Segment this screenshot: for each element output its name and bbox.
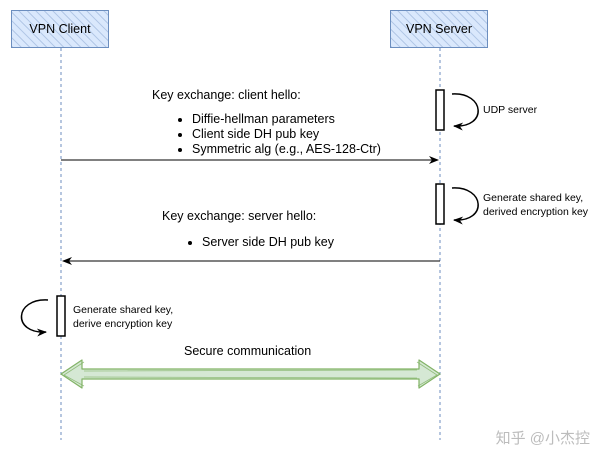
server-keygen-note-line: derived encryption key — [483, 206, 589, 218]
server-keygen-note-line: Generate shared key, — [483, 192, 584, 204]
server-activation-keygen — [435, 183, 445, 225]
client-hello-item: Symmetric alg (e.g., AES-128-Ctr) — [192, 142, 381, 157]
server-hello-title: Key exchange: server hello: — [162, 209, 317, 223]
client-hello-title: Key exchange: client hello: — [152, 88, 301, 102]
client-keygen-note: Generate shared key, derive encryption k… — [73, 303, 173, 331]
client-hello-item: Diffie-hellman parameters — [192, 112, 381, 127]
server-hello-item: Server side DH pub key — [202, 235, 334, 250]
client-keygen-note-line: derive encryption key — [73, 318, 173, 330]
udp-self-loop-arrow — [451, 93, 479, 131]
secure-communication-arrow-sketch — [63, 361, 438, 387]
client-keygen-self-loop-arrow — [20, 299, 49, 337]
udp-server-note: UDP server — [483, 104, 538, 116]
client-activation-keygen — [56, 295, 66, 337]
participant-vpn-client: VPN Client — [11, 10, 109, 48]
server-activation-udp — [435, 89, 445, 131]
client-keygen-note-line: Generate shared key, — [73, 304, 174, 316]
server-keygen-self-loop-arrow — [451, 187, 479, 225]
server-hello-items: Server side DH pub key — [182, 235, 334, 250]
participant-vpn-client-label: VPN Client — [29, 22, 91, 36]
client-hello-items: Diffie-hellman parameters Client side DH… — [172, 112, 381, 157]
server-keygen-note: Generate shared key, derived encryption … — [483, 191, 588, 219]
client-hello-item: Client side DH pub key — [192, 127, 381, 142]
participant-vpn-server-label: VPN Server — [406, 22, 472, 36]
watermark: 知乎 @小杰控 — [495, 430, 590, 447]
secure-communication-label: Secure communication — [184, 344, 312, 358]
secure-communication-arrow — [60, 359, 441, 389]
participant-vpn-server: VPN Server — [390, 10, 488, 48]
